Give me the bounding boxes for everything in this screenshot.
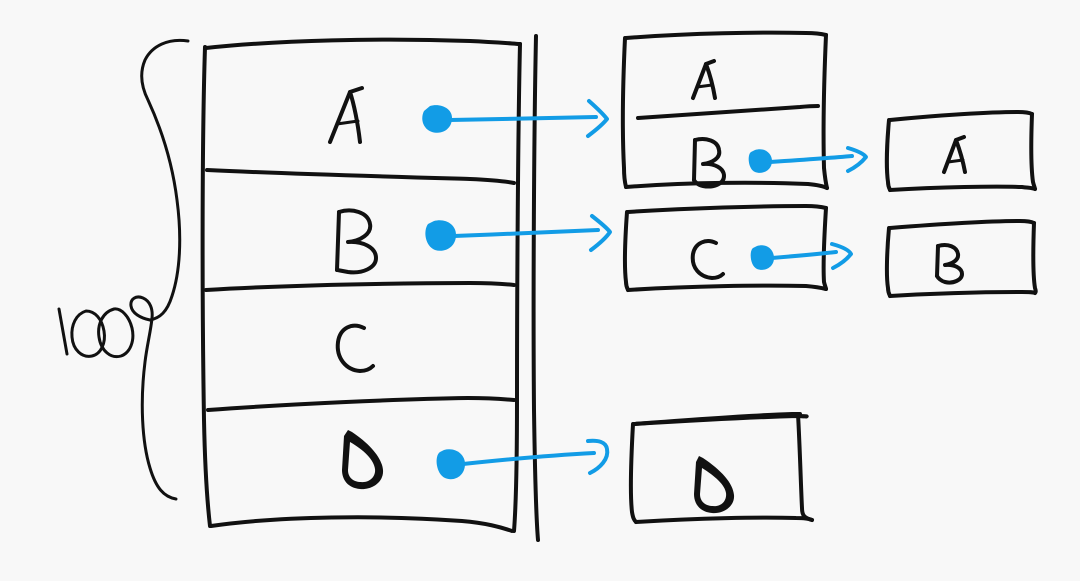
marker-main-row-b[interactable] (425, 220, 456, 251)
box-c-letter-c (690, 239, 725, 280)
box-a-leaf-outline (884, 110, 1037, 192)
box-d-letter-d (694, 456, 735, 514)
marker-box-c-row-c[interactable] (750, 245, 774, 270)
arrow-b-to-box-c (452, 214, 612, 252)
marker-main-row-a[interactable] (422, 105, 452, 133)
arrow-boxab-b-to-box-a-leaf (768, 146, 868, 173)
main-table-letter-d (342, 430, 384, 490)
main-table-letter-b (335, 208, 378, 275)
box-d-outline (628, 411, 814, 524)
box-ab-outline (620, 30, 829, 190)
box-b-leaf-letter-b (935, 243, 964, 285)
main-table-row-dividers (204, 168, 516, 412)
box-b-leaf-outline (884, 219, 1038, 298)
box-a-leaf-letter-a (942, 135, 967, 174)
box-c-outline (622, 204, 828, 292)
arrow-d-to-box-d (461, 438, 610, 475)
arrow-a-to-box-ab (448, 99, 609, 138)
box-ab-letter-b (692, 137, 726, 189)
row-count-brace (129, 38, 190, 501)
main-table-letter-a (328, 86, 364, 144)
arrow-boxc-c-to-box-b-leaf (770, 242, 853, 270)
brace-label-100 (57, 307, 135, 359)
marker-box-ab-row-b[interactable] (748, 149, 772, 173)
main-table-letter-c (335, 323, 375, 373)
box-ab-letter-a (691, 59, 717, 100)
marker-main-row-d[interactable] (436, 449, 465, 480)
